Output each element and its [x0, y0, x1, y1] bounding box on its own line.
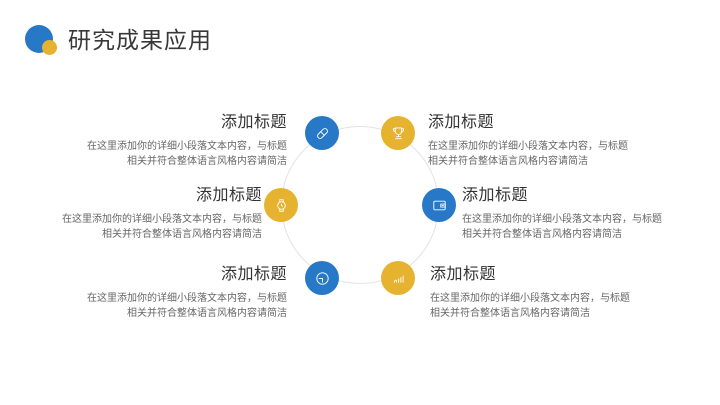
title-decoration-yellow-circle [42, 40, 57, 55]
item-title: 添加标题 [430, 266, 497, 283]
item-body: 在这里添加你的详细小段落文本内容，与标题 相关并符合整体语言风格内容请简洁 [462, 214, 662, 240]
content-item: 添加标题 在这里添加你的详细小段落文本内容，与标题 相关并符合整体语言风格内容请… [428, 112, 678, 169]
item-body: 在这里添加你的详细小段落文本内容，与标题 相关并符合整体语言风格内容请简洁 [430, 293, 630, 319]
clock-icon [305, 261, 339, 295]
slide-title: 研究成果应用 [68, 27, 212, 53]
item-title: 添加标题 [428, 114, 495, 131]
content-item: 添加标题 在这里添加你的详细小段落文本内容，与标题 相关并符合整体语言风格内容请… [12, 185, 262, 242]
item-body: 在这里添加你的详细小段落文本内容，与标题 相关并符合整体语言风格内容请简洁 [87, 141, 287, 167]
item-body: 在这里添加你的详细小段落文本内容，与标题 相关并符合整体语言风格内容请简洁 [87, 293, 287, 319]
bar-chart-icon [381, 261, 415, 295]
item-title: 添加标题 [220, 114, 287, 131]
content-item: 添加标题 在这里添加你的详细小段落文本内容，与标题 相关并符合整体语言风格内容请… [430, 264, 680, 321]
item-title: 添加标题 [195, 187, 262, 204]
item-body: 在这里添加你的详细小段落文本内容，与标题 相关并符合整体语言风格内容请简洁 [62, 214, 262, 240]
content-item: 添加标题 在这里添加你的详细小段落文本内容，与标题 相关并符合整体语言风格内容请… [462, 185, 712, 242]
watch-icon [264, 188, 298, 222]
connector-circle [281, 126, 439, 284]
trophy-icon [381, 116, 415, 150]
item-body: 在这里添加你的详细小段落文本内容，与标题 相关并符合整体语言风格内容请简洁 [428, 141, 628, 167]
wallet-icon [422, 188, 456, 222]
pill-icon [305, 116, 339, 150]
item-title: 添加标题 [462, 187, 529, 204]
item-title: 添加标题 [220, 266, 287, 283]
content-item: 添加标题 在这里添加你的详细小段落文本内容，与标题 相关并符合整体语言风格内容请… [37, 112, 287, 169]
content-item: 添加标题 在这里添加你的详细小段落文本内容，与标题 相关并符合整体语言风格内容请… [37, 264, 287, 321]
